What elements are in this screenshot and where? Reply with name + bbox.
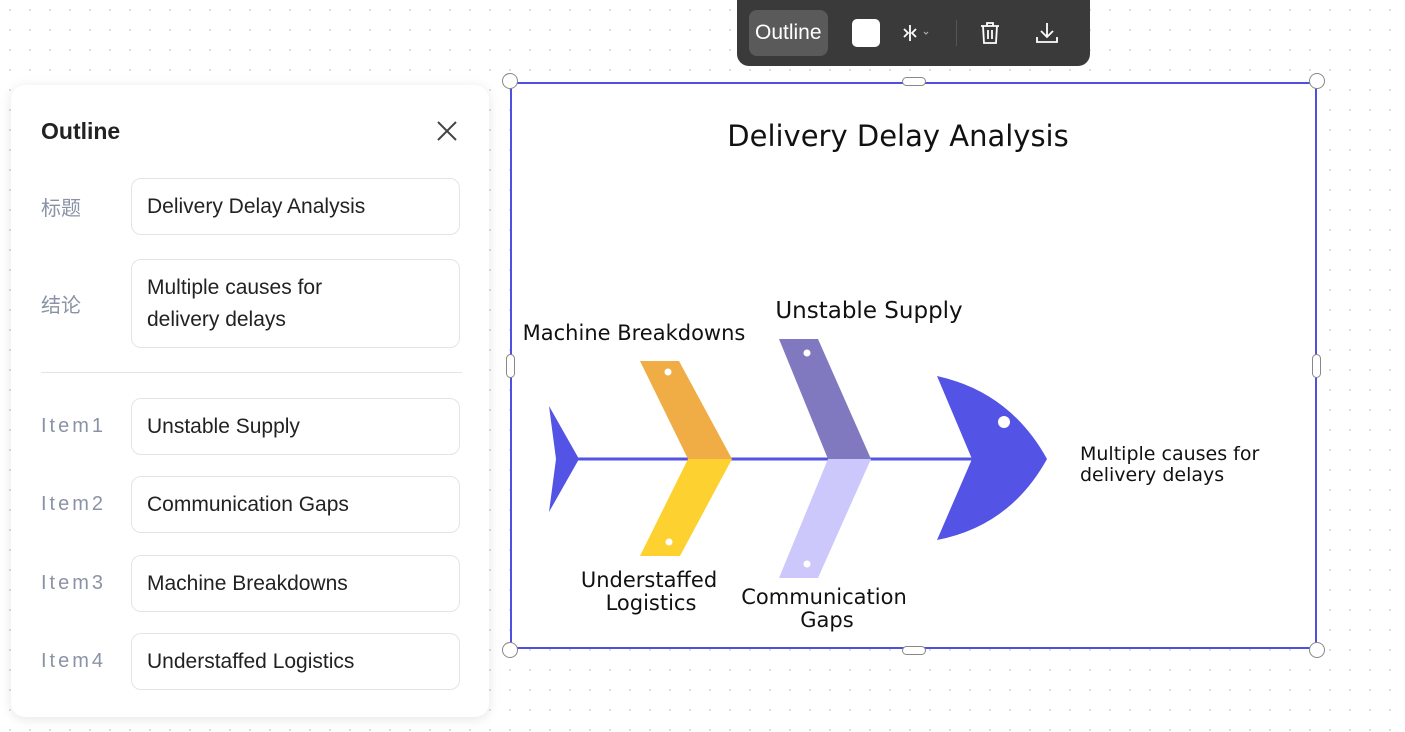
diagram-title: Delivery Delay Analysis (727, 119, 1068, 153)
floating-toolbar: Outline (737, 0, 1090, 66)
bone-supply (779, 339, 871, 459)
item-label: Item1 (41, 415, 107, 437)
flip-icon[interactable] (902, 23, 936, 43)
resize-handle[interactable] (902, 646, 926, 655)
outline-panel: Outline 标题 Delivery Delay Analysis 结论 Mult… (11, 85, 489, 717)
conclusion-input[interactable]: Multiple causes for delivery delays (131, 259, 460, 348)
bone-dot (665, 538, 673, 546)
bone-communication (779, 459, 871, 578)
bone-dot (664, 368, 672, 376)
cause-label: Machine Breakdowns (523, 321, 746, 345)
item-input[interactable]: Communication Gaps (131, 476, 460, 533)
bone-machine (640, 361, 732, 459)
conclusion-label: Multiple causes for (1080, 443, 1259, 465)
cause-label: Understaffed (581, 568, 717, 592)
download-icon[interactable] (1035, 21, 1059, 45)
resize-handle[interactable] (502, 73, 518, 89)
item-label: Item3 (41, 572, 107, 594)
bone-dot (803, 349, 811, 357)
item-input[interactable]: Understaffed Logistics (131, 633, 460, 690)
bone-dot (803, 560, 811, 568)
close-icon[interactable] (435, 119, 459, 148)
item-label: Item4 (41, 650, 107, 672)
fish-head (937, 376, 1047, 540)
resize-handle[interactable] (902, 77, 926, 86)
panel-title: Outline (41, 118, 121, 144)
field-label: 标题 (41, 198, 81, 220)
trash-icon[interactable] (979, 21, 1001, 45)
cause-label: Gaps (800, 608, 853, 632)
bone-logistics (640, 459, 732, 556)
resize-handle[interactable] (1309, 642, 1325, 658)
fish-eye (998, 416, 1010, 428)
fill-color-swatch[interactable] (851, 19, 880, 47)
cause-label: Logistics (606, 591, 697, 615)
title-input[interactable]: Delivery Delay Analysis (131, 178, 460, 235)
item-input[interactable]: Unstable Supply (131, 398, 460, 455)
cause-label: Unstable Supply (775, 298, 962, 324)
fish-tail (549, 406, 579, 512)
item-label: Item2 (41, 493, 107, 515)
item-input[interactable]: Machine Breakdowns (131, 555, 460, 612)
divider (41, 372, 462, 373)
field-label: 结论 (41, 295, 81, 317)
cause-label: Communication (741, 585, 907, 609)
conclusion-label: delivery delays (1080, 464, 1224, 486)
resize-handle[interactable] (1309, 73, 1325, 89)
resize-handle[interactable] (1312, 354, 1321, 378)
resize-handle[interactable] (502, 642, 518, 658)
toolbar-divider (955, 20, 957, 46)
outline-button[interactable]: Outline (749, 10, 828, 56)
resize-handle[interactable] (506, 354, 515, 378)
